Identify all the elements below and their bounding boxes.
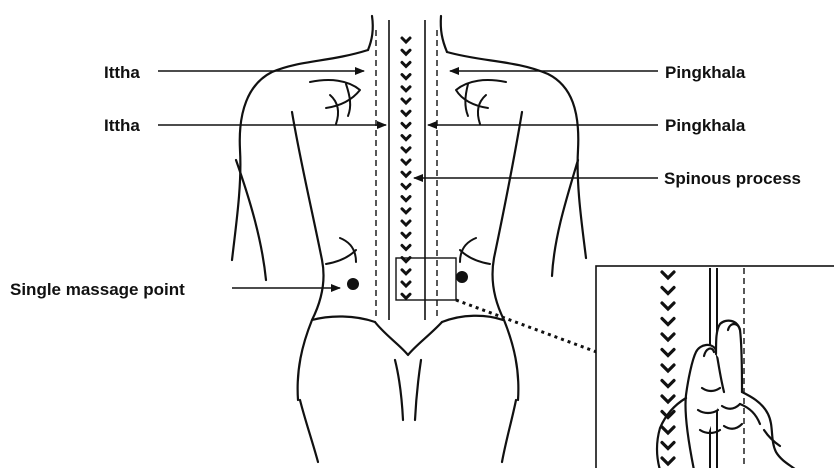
vertebra-21 bbox=[402, 282, 410, 286]
vertebra-13 bbox=[402, 184, 410, 188]
massage-point-left bbox=[347, 278, 359, 290]
vertebra-11 bbox=[402, 160, 410, 164]
label-ittha-top: Ittha bbox=[104, 63, 140, 82]
vertebra-22 bbox=[402, 294, 410, 298]
vertebrae-chevrons bbox=[402, 38, 410, 298]
label-ittha-mid: Ittha bbox=[104, 116, 140, 135]
vertebra-10 bbox=[402, 148, 410, 152]
body-outline bbox=[232, 16, 586, 462]
vertebra-9 bbox=[402, 136, 410, 140]
vertebra-15 bbox=[402, 209, 410, 213]
label-pingkhala-top: Pingkhala bbox=[665, 63, 746, 82]
vertebra-5 bbox=[402, 87, 410, 91]
vertebra-17 bbox=[402, 233, 410, 237]
inset-magnified-view bbox=[596, 266, 834, 468]
vertebra-4 bbox=[402, 75, 410, 79]
vertebra-7 bbox=[402, 111, 410, 115]
spine bbox=[376, 20, 456, 320]
vertebra-8 bbox=[402, 123, 410, 127]
massage-point-right bbox=[456, 271, 468, 283]
label-spinous-process: Spinous process bbox=[664, 169, 801, 188]
label-single-massage-point: Single massage point bbox=[10, 280, 185, 299]
vertebra-1 bbox=[402, 38, 410, 42]
vertebra-2 bbox=[402, 50, 410, 54]
vertebra-16 bbox=[402, 221, 410, 225]
vertebra-3 bbox=[402, 62, 410, 66]
vertebra-20 bbox=[402, 270, 410, 274]
vertebra-14 bbox=[402, 197, 410, 201]
highlight-region bbox=[396, 258, 456, 300]
vertebra-18 bbox=[402, 245, 410, 249]
label-pingkhala-mid: Pingkhala bbox=[665, 116, 746, 135]
vertebra-12 bbox=[402, 172, 410, 176]
vertebra-6 bbox=[402, 99, 410, 103]
